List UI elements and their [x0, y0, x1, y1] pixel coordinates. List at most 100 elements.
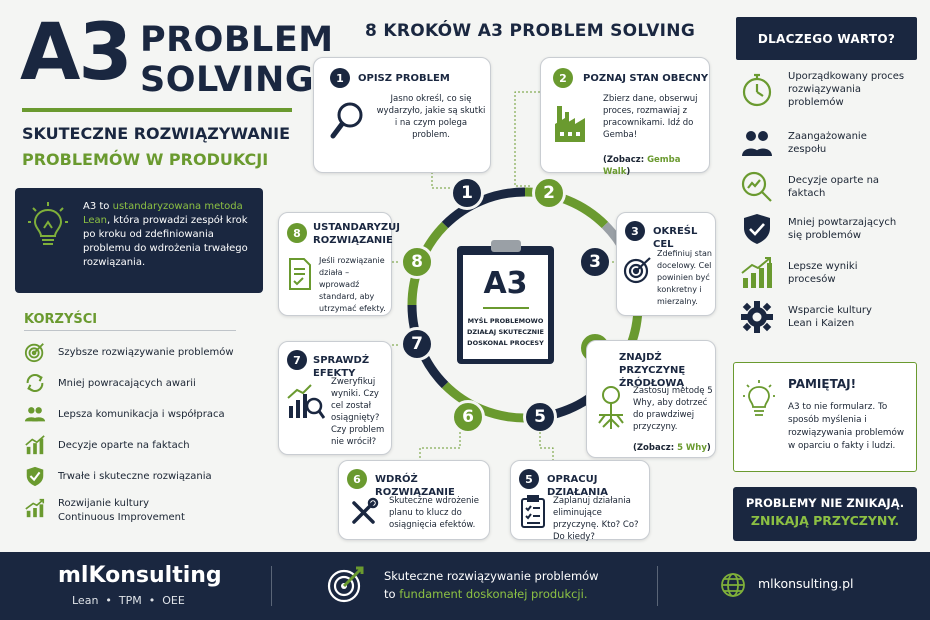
- ring-step-2: 2: [532, 176, 566, 210]
- title-problem: PROBLEM: [140, 20, 334, 60]
- footer-divider: [657, 566, 658, 606]
- ring-step-3: 3: [578, 245, 612, 279]
- footer-slogan-line1: Skuteczne rozwiązywanie problemów: [384, 569, 599, 583]
- ring-step-5: 5: [523, 400, 557, 434]
- clipboard: A3 MYŚL PROBLEMOWO DZIAŁAJ SKUTECZNIE DO…: [457, 240, 554, 364]
- step-card-6: 6 WDRÓŻ ROZWIĄZANIE Skuteczne wdrożenie …: [338, 460, 490, 540]
- step-text: Zbierz dane, obserwuj proces, rozmawiaj …: [603, 94, 698, 140]
- magnifier-chart-icon: [741, 171, 772, 202]
- refresh-icon: [26, 373, 44, 393]
- bar-chart-icon: [741, 257, 772, 288]
- step-card-5: 5 OPRACUJ DZIAŁANIA Zaplanuj działania e…: [510, 460, 650, 542]
- why-item: Mniej powtarzających się problemów: [740, 212, 908, 246]
- step-text: Zastosuj metodę 5 Why, aby dotrzeć do pr…: [633, 386, 713, 432]
- benefit-item: Decyzje oparte na faktach: [24, 434, 190, 456]
- benefit-item: Lepsza komunikacja i współpraca: [24, 403, 225, 425]
- footer-website[interactable]: mlkonsulting.pl: [758, 576, 854, 591]
- remember-box: PAMIĘTAJ! A3 to nie formularz. To sposób…: [733, 362, 917, 472]
- clipboard-line: MYŚL PROBLEMOWO: [467, 317, 544, 325]
- ring-step-7: 7: [400, 327, 434, 361]
- why-item: Wsparcie kultury Lean i Kaizen: [740, 300, 878, 334]
- step-reference: (Zobacz: 5 Why): [633, 443, 711, 453]
- step-text: Jeśli rozwiązanie działa – wprowadź stan…: [319, 256, 386, 313]
- step-title: POZNAJ STAN OBECNY: [583, 73, 709, 84]
- step-card-8: 8 USTANDARYZUJ ROZWIĄZANIE Jeśli rozwiąz…: [278, 212, 401, 316]
- benefit-item: Trwałe i skuteczne rozwiązania: [24, 465, 212, 487]
- wrench-icon: [352, 497, 379, 524]
- step-text: Zdefiniuj stan docelowy. Cel powinien by…: [657, 249, 712, 306]
- footer-brand: mlKonsulting: [58, 563, 222, 588]
- intro-text: A3 to ustandaryzowana metoda Lean, która…: [83, 201, 248, 268]
- shield-check-icon: [744, 214, 770, 244]
- benefits-divider: [24, 330, 236, 331]
- step-number: 6: [347, 469, 367, 489]
- step-card-3: 3 OKREŚL CEL Zdefiniuj stan docelowy. Ce…: [616, 212, 716, 316]
- step-card-7: 7 SPRAWDŹ EFEKTY Zweryfikuj wyniki. Czy …: [278, 341, 392, 455]
- team-icon: [24, 407, 46, 422]
- ring-step-6: 6: [451, 400, 485, 434]
- shield-check-icon: [26, 466, 44, 487]
- ring-step-8: 8: [400, 245, 434, 279]
- title-underline: [22, 108, 292, 112]
- step-card-1: 1 OPISZ PROBLEM Jasno określ, co się wyd…: [313, 57, 491, 173]
- step-title: OPRACUJ DZIAŁANIA: [547, 474, 609, 498]
- globe-icon: [721, 573, 745, 597]
- step-text: Zweryfikuj wyniki. Czy cel został osiągn…: [331, 377, 385, 447]
- step-title: OKREŚL CEL: [653, 226, 698, 250]
- tree-roots-icon: [598, 386, 624, 429]
- step-title: USTANDARYZUJ ROZWIĄZANIE: [313, 222, 401, 246]
- growth-chart-icon: [25, 498, 45, 518]
- clipboard-line: DOSKONAL PROCESY: [467, 339, 544, 347]
- stopwatch-icon: [742, 73, 772, 106]
- bar-chart-icon: [25, 435, 45, 455]
- step-number: 3: [625, 221, 645, 241]
- clipboard-title: A3: [483, 266, 528, 301]
- target-icon: [24, 343, 44, 363]
- team-icon: [742, 131, 772, 156]
- step-text: Skuteczne wdrożenie planu to klucz do os…: [389, 496, 479, 530]
- a3-logo: A3: [20, 8, 133, 98]
- lightbulb-icon: [743, 380, 775, 416]
- step-card-2: 2 POZNAJ STAN OBECNY Zbierz dane, obserw…: [540, 57, 710, 177]
- why-item: Uporządkowany proces rozwiązywania probl…: [740, 70, 913, 109]
- lightbulb-icon: [28, 202, 68, 245]
- why-heading: DLACZEGO WARTO?: [757, 31, 896, 46]
- document-check-icon: [289, 258, 311, 290]
- subtitle-line2: PROBLEMÓW W PRODUKCJI: [22, 150, 269, 169]
- steps-heading: 8 KROKÓW A3 PROBLEM SOLVING: [365, 21, 696, 41]
- slogan-line1: PROBLEMY NIE ZNIKAJĄ.: [745, 496, 905, 510]
- target-icon: [327, 566, 364, 603]
- step-reference: (Zobacz: Gemba Walk): [603, 155, 681, 177]
- step-number: 7: [287, 350, 307, 370]
- factory-icon: [555, 106, 585, 142]
- step-title: ZNAJDŹ PRZYCZYNĘ ŹRÓDŁOWĄ: [619, 352, 686, 389]
- footer-divider: [271, 566, 272, 606]
- step-title: WDRÓŻ ROZWIĄZANIE: [375, 474, 455, 498]
- footer-tagline: Lean • TPM • OEE: [72, 594, 185, 607]
- step-card-4: ZNAJDŹ PRZYCZYNĘ ŹRÓDŁOWĄ Zastosuj metod…: [586, 340, 716, 458]
- benefits-heading: KORZYŚCI: [24, 312, 98, 327]
- why-heading-box: DLACZEGO WARTO?: [736, 17, 917, 60]
- why-item: Lepsze wyniki procesów: [740, 256, 878, 290]
- slogan-banner: PROBLEMY NIE ZNIKAJĄ. ZNIKAJĄ PRZYCZYNY.: [733, 487, 917, 541]
- chart-magnifier-icon: [287, 384, 325, 419]
- step-title: OPISZ PROBLEM: [358, 73, 450, 84]
- benefit-item: Szybsze rozwiązywanie problemów: [24, 341, 234, 363]
- step-text: Jasno określ, co się wydarzyło, jakie są…: [376, 94, 486, 140]
- title-solving: SOLVING: [140, 60, 315, 100]
- ring-step-1: 1: [450, 176, 484, 210]
- slogan-line2: ZNIKAJĄ PRZYCZYNY.: [750, 513, 900, 528]
- gear-icon: [741, 301, 773, 333]
- step-number: 8: [287, 223, 307, 243]
- step-number: 5: [519, 469, 539, 489]
- why-item: Decyzje oparte na faktach: [740, 170, 888, 204]
- magnifier-icon: [330, 102, 363, 139]
- footer: mlKonsulting Lean • TPM • OEE Skuteczne …: [0, 552, 930, 620]
- subtitle-line1: SKUTECZNE ROZWIĄZYWANIE: [22, 124, 290, 143]
- step-number: 2: [553, 68, 573, 88]
- step-text: Zaplanuj działania eliminujące przyczynę…: [553, 496, 639, 542]
- clipboard-line: DZIAŁAJ SKUTECZNIE: [467, 328, 544, 336]
- intro-box: A3 to ustandaryzowana metoda Lean, która…: [15, 188, 263, 293]
